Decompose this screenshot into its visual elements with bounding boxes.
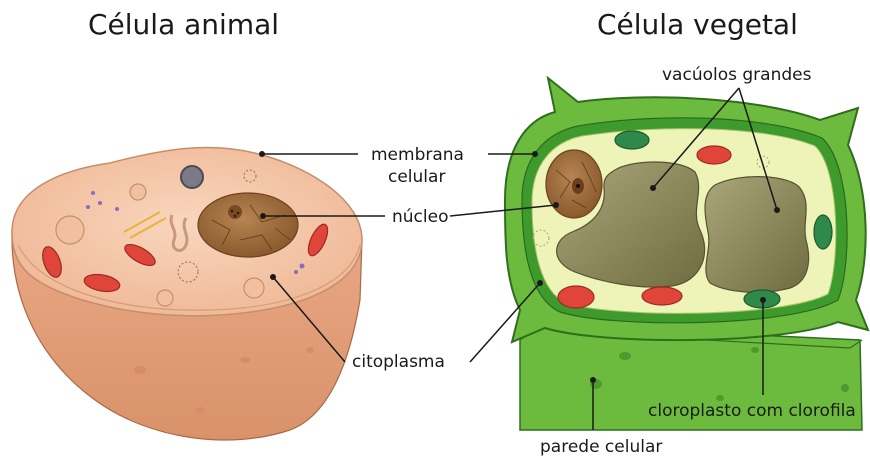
- animal-cell: [12, 147, 362, 440]
- label-nucleus: núcleo: [392, 206, 448, 228]
- label-chloroplast: cloroplasto com clorofila: [648, 400, 856, 422]
- label-membrane-line1: membrana: [371, 144, 464, 166]
- animal-centriole: [181, 166, 203, 188]
- label-membrane-line2: celular: [388, 166, 445, 188]
- animal-nucleus: [198, 193, 298, 257]
- label-cytoplasm: citoplasma: [352, 351, 445, 373]
- plant-nucleus: [546, 150, 602, 218]
- plant-vacuole-right: [705, 177, 809, 293]
- label-vacuoles: vacúolos grandes: [662, 64, 811, 86]
- label-cell-wall: parede celular: [540, 436, 662, 458]
- plant-cell: [505, 78, 868, 430]
